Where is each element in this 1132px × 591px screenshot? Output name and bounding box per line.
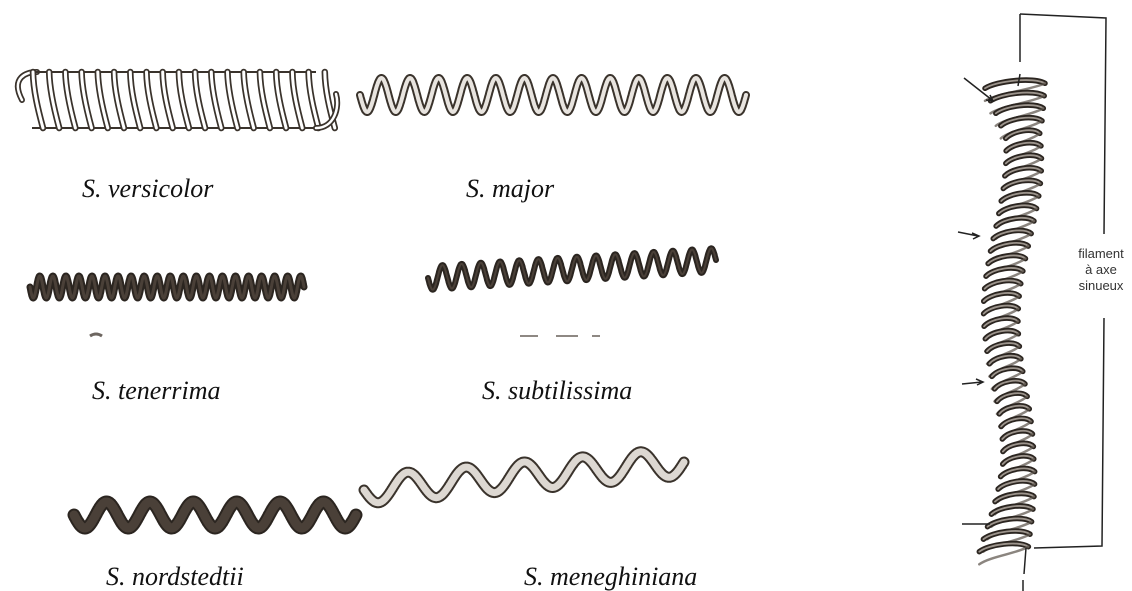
scan-artifact — [90, 334, 102, 336]
bracket-bottom — [1034, 318, 1104, 548]
caption-tenerrima: S. tenerrima — [92, 378, 221, 404]
filament-helix-sinuous-axis — [979, 80, 1045, 564]
filament-versicolor — [18, 72, 337, 128]
bottom-dash-axis — [1023, 548, 1026, 591]
caption-meneghiniana: S. meneghiniana — [524, 564, 697, 590]
top-dash-axis — [1018, 14, 1020, 86]
filament-meneghiniana — [364, 452, 684, 503]
filament-tenerrima — [30, 276, 304, 336]
filament-major — [360, 78, 746, 112]
caption-subtilissima: S. subtilissima — [482, 378, 632, 404]
filament-label-line1: filament — [1070, 246, 1132, 262]
filament-subtilissima — [428, 248, 716, 336]
caption-nordstedtii: S. nordstedtii — [106, 564, 244, 590]
filament-nordstedtii — [74, 502, 356, 528]
caption-major: S. major — [466, 176, 554, 202]
filament-label-line2: à axe — [1070, 262, 1132, 278]
filament-axis-label: filament à axe sinueux — [1070, 246, 1132, 294]
filament-label-line3: sinueux — [1070, 278, 1132, 294]
caption-versicolor: S. versicolor — [82, 176, 213, 202]
